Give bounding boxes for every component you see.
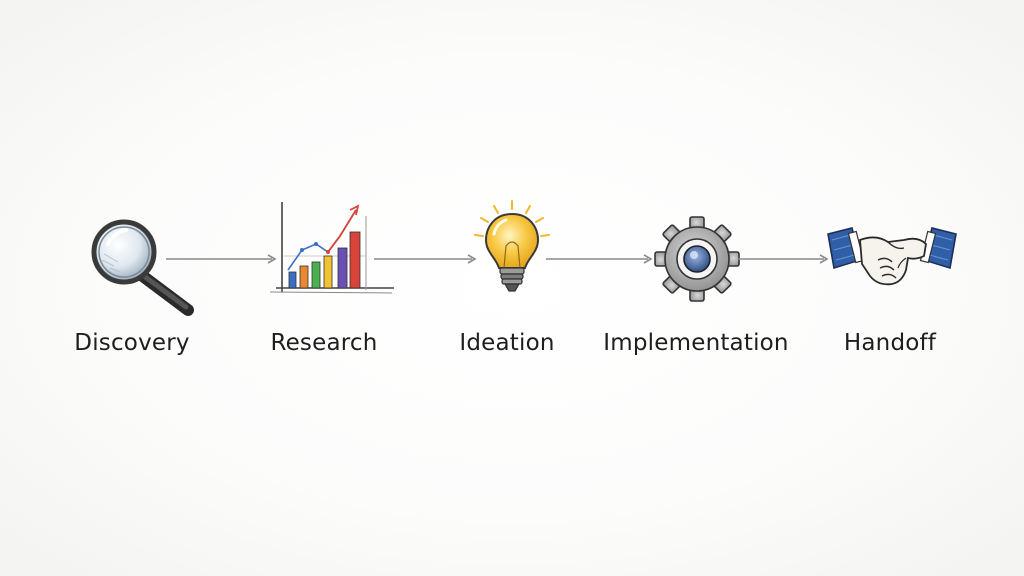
gear-icon bbox=[654, 216, 740, 302]
stage-label-ideation: Ideation bbox=[459, 330, 555, 356]
stage-label-implementation: Implementation bbox=[603, 330, 789, 356]
stage-label-discovery: Discovery bbox=[74, 330, 190, 356]
flow-arrow-2 bbox=[374, 254, 477, 264]
handshake-icon bbox=[827, 227, 957, 286]
stage-label-research: Research bbox=[270, 330, 378, 356]
bar-chart-icon bbox=[269, 202, 394, 294]
flow-arrow-4 bbox=[738, 254, 829, 264]
flow-arrow-3 bbox=[546, 254, 653, 264]
magnifying-glass-icon bbox=[91, 219, 194, 316]
stage-label-handoff: Handoff bbox=[843, 330, 937, 356]
flow-arrow-1 bbox=[166, 254, 277, 264]
lightbulb-icon bbox=[474, 200, 550, 292]
